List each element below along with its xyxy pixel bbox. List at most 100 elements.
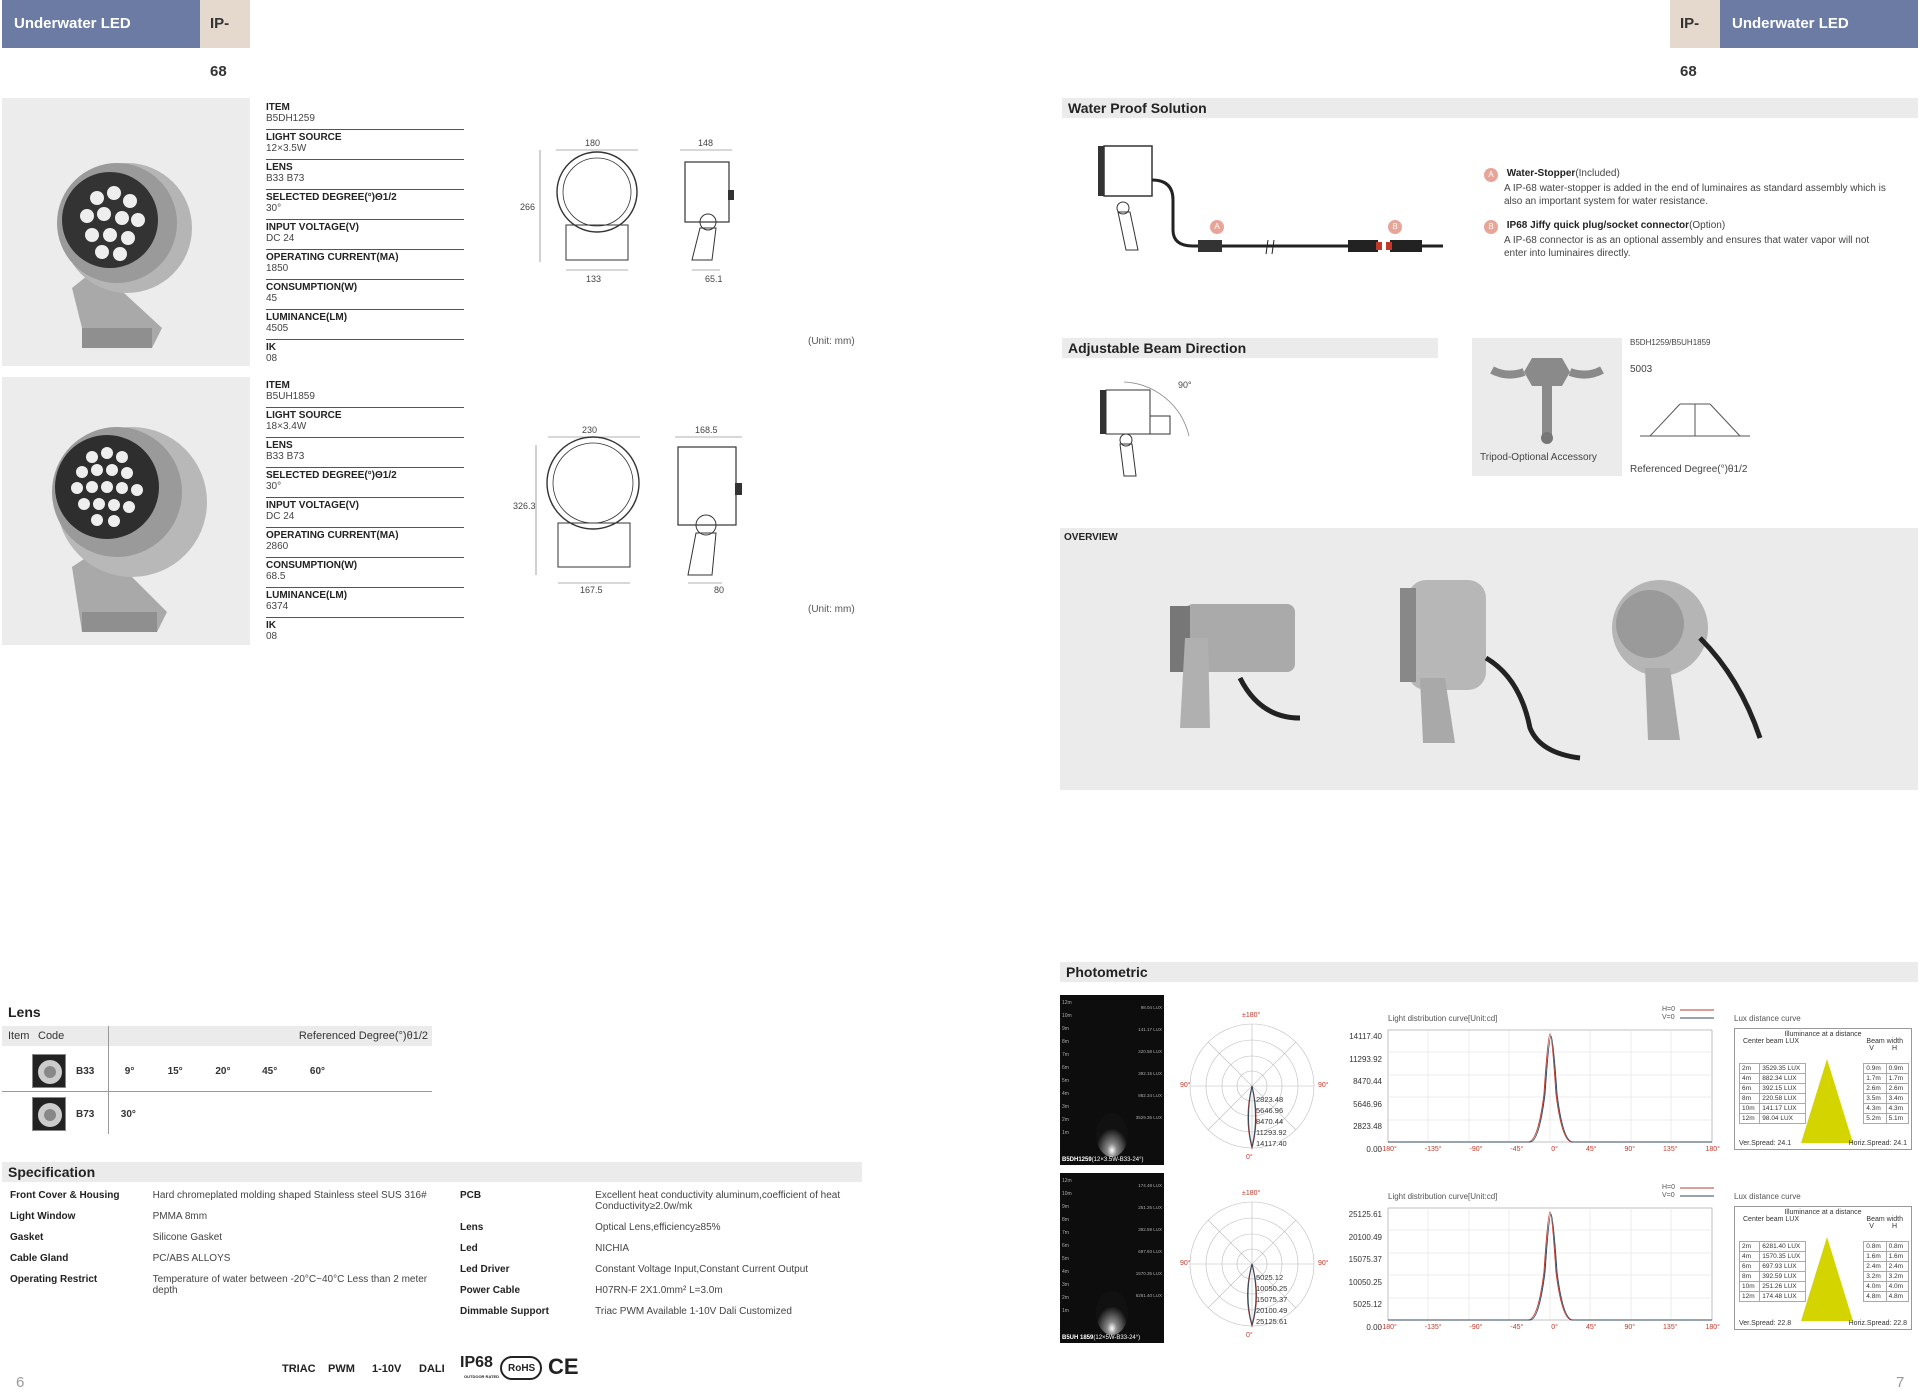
item-a-text: A IP-68 water-stopper is added in the en…	[1504, 183, 1886, 207]
dim-bottom-front: 167.5	[580, 585, 603, 595]
spec-value: 18×3.4W	[266, 421, 307, 432]
overview-panel: OVERVIEW	[1060, 528, 1918, 790]
cert-1-10v: 1-10V	[372, 1363, 402, 1375]
ver-spread: Ver.Spread: 24.1	[1739, 1140, 1792, 1147]
spec-label: LUMINANCE(LM)	[266, 587, 464, 601]
tripod-label: Tripod-Optional Accessory	[1480, 452, 1597, 463]
legend-v: V=0	[1662, 1014, 1675, 1021]
beam-diagram: 90°	[1094, 376, 1204, 486]
spec-val: Triac PWM Available 1-10V Dali Customize…	[595, 1306, 792, 1317]
polar-bottom: 0°	[1246, 1154, 1253, 1161]
spec-left-table: Front Cover & Housing Hard chromeplated m…	[10, 1188, 440, 1298]
photometric-title: Photometric	[1060, 962, 1918, 982]
ce-icon: CE	[548, 1354, 579, 1379]
dim-bottom-side: 65.1	[705, 274, 723, 284]
marker-a-icon: A	[1484, 168, 1498, 182]
spec-val: Silicone Gasket	[152, 1232, 223, 1243]
product-image-2	[2, 377, 250, 645]
legend-h: H=0	[1662, 1006, 1676, 1013]
lux-title-2: Lux distance curve	[1734, 1192, 1801, 1201]
spec-label: LIGHT SOURCE	[266, 129, 464, 143]
spec-value: 12×3.5W	[266, 143, 307, 154]
spec-key: Operating Restrict	[10, 1274, 98, 1285]
chart-title: Light distribution curve[Unit:cd]	[1388, 1192, 1498, 1201]
lens-degree: 60°	[309, 1066, 326, 1077]
spec-label: OPERATING CURRENT(MA)	[266, 527, 464, 541]
rohs-icon: RoHS	[500, 1356, 542, 1380]
beam-model-label: B5DH1259/B5UH1859	[1630, 338, 1711, 347]
spec-val: H07RN-F 2X1.0mm² L=3.0m	[595, 1285, 723, 1296]
polar-left: 90°	[1180, 1260, 1191, 1267]
spec-value: DC 24	[266, 233, 295, 244]
waterproof-item-b: B IP68 Jiffy quick plug/socket connector…	[1484, 220, 1894, 260]
spec-key: Front Cover & Housing	[10, 1190, 120, 1201]
lens-title: Lens	[8, 1004, 41, 1020]
lux-v-label: V	[1869, 1045, 1874, 1052]
spec-val: Hard chromeplated molding shaped Stainle…	[152, 1190, 427, 1201]
lens-col-code: Code	[38, 1030, 65, 1042]
dim-bottom-front: 133	[586, 274, 602, 284]
spec-key: Cable Gland	[10, 1253, 69, 1264]
lux-table-1: Illuminance at a distance Center beam LU…	[1734, 1028, 1912, 1150]
distribution-chart-1: Light distribution curve[Unit:cd] H=0 V=…	[1338, 1004, 1720, 1164]
spec-key: Led	[460, 1243, 478, 1254]
marker-a-icon: A	[1210, 220, 1224, 234]
cert-ip68: IP68	[460, 1354, 493, 1371]
cert-ip68-sub: OUTDOOR RATED	[464, 1374, 500, 1379]
spec-label: SELECTED DEGREE(°)θ1/2	[266, 467, 464, 481]
item-b-title: IP68 Jiffy quick plug/socket connector	[1506, 220, 1690, 231]
spec-val: PMMA 8mm	[152, 1211, 208, 1222]
lux-center-label: Center beam LUX	[1743, 1038, 1800, 1045]
lux-beam-label: Beam width	[1866, 1216, 1903, 1223]
cert-dali: DALI	[419, 1363, 445, 1375]
beam-ref-degree: Referenced Degree(°)θ1/2	[1630, 464, 1748, 475]
spec-label: LIGHT SOURCE	[266, 407, 464, 421]
page-number-left: 6	[16, 1374, 25, 1391]
spec-val: Optical Lens,efficiency≥85%	[595, 1222, 721, 1233]
product-image-1	[2, 98, 250, 366]
lens-degree: 45°	[262, 1066, 278, 1077]
dim-height: 326.3	[513, 501, 536, 511]
dim-bottom-side: 80	[714, 585, 725, 595]
tripod-line-drawing	[1640, 396, 1750, 446]
dim-top-side: 148	[698, 138, 714, 148]
waterproof-title: Water Proof Solution	[1062, 98, 1918, 118]
hor-spread: Horiz.Spread: 24.1	[1848, 1140, 1907, 1147]
spec-label: LUMINANCE(LM)	[266, 309, 464, 323]
product-1-specs: ITEM B5DH1259 LIGHT SOURCE 12×3.5W LENS …	[266, 100, 464, 369]
lux-head: Illuminance at a distance	[1784, 1031, 1862, 1038]
spec-key: Gasket	[10, 1232, 44, 1243]
polar-top: ±180°	[1242, 1012, 1261, 1019]
lens-b73-thumb	[32, 1097, 66, 1131]
spec-val: PC/ABS ALLOYS	[152, 1253, 231, 1264]
hor-spread: Horiz.Spread: 22.8	[1848, 1320, 1907, 1327]
beam-caption: B5DH1259(12×3.5W-B33-24°)	[1062, 1157, 1144, 1163]
marker-b-icon: B	[1484, 220, 1498, 234]
spec-label: LENS	[266, 437, 464, 451]
dim-height: 266	[520, 202, 536, 212]
item-b-suffix: (Option)	[1689, 220, 1726, 231]
unit-label-1: (Unit: mm)	[808, 336, 855, 347]
lens-row-b73: B73 30°	[76, 1109, 436, 1120]
spec-label: CONSUMPTION(W)	[266, 279, 464, 293]
spec-label: LENS	[266, 159, 464, 173]
cert-pwm: PWM	[328, 1363, 355, 1375]
spec-label: OPERATING CURRENT(MA)	[266, 249, 464, 263]
legend-v: V=0	[1662, 1192, 1675, 1199]
spec-val: Constant Voltage Input,Constant Current …	[595, 1264, 809, 1275]
x-ticks: -180°-135°-90°-45°0°45°90°135°180°	[1380, 1146, 1720, 1153]
distribution-chart-2: Light distribution curve[Unit:cd] H=0 V=…	[1338, 1182, 1720, 1342]
polar-bottom: 0°	[1246, 1332, 1253, 1339]
spec-val: Temperature of water between -20°C~40°C …	[152, 1274, 428, 1296]
lux-beam-label: Beam width	[1866, 1038, 1903, 1045]
beam-angle: 90°	[1178, 380, 1192, 390]
spec-value: B5DH1259	[266, 113, 315, 124]
lens-row-b33: B33 9° 15° 20° 45° 60°	[76, 1066, 436, 1077]
spec-value: B33 B73	[266, 173, 305, 184]
